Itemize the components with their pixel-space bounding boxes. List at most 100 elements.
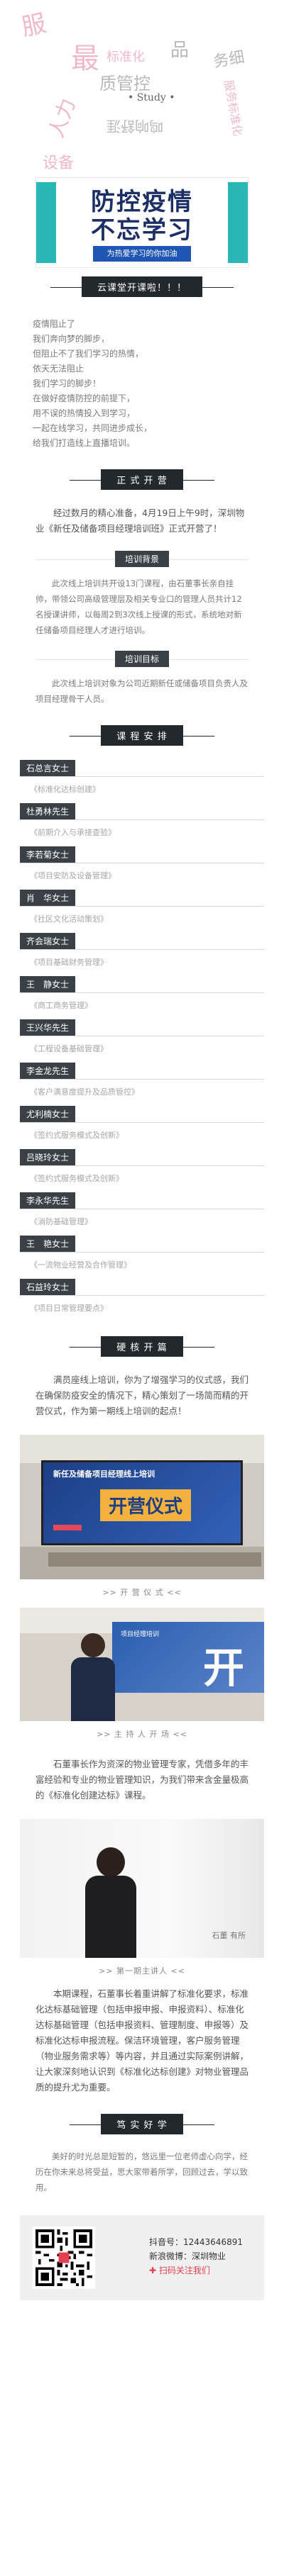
lecturer-name: 王 静女士 xyxy=(20,976,76,992)
course-title: 《前期介入与承接查验》 xyxy=(30,828,116,837)
lecturer-name: 肖 华女士 xyxy=(20,890,76,906)
lecturer-name: 尤利楠女士 xyxy=(20,1106,76,1122)
intro-line: 用不误的热情投入到学习， xyxy=(33,408,136,418)
cloud-word: 质管控 xyxy=(99,74,151,94)
lecturer-name: 李金龙先生 xyxy=(20,1063,76,1079)
course-title: 《签约式服务模式及创新》 xyxy=(30,1174,124,1183)
course-title: 《客户满意度提升及品质管控》 xyxy=(30,1087,139,1097)
course-title: 《标准化达标创建》 xyxy=(30,785,100,794)
course-title: 《工程设备基础管理》 xyxy=(30,1044,108,1053)
intro-line: 一起在线学习，共同进步成长， xyxy=(33,423,153,433)
lecturer-name: 王兴华先生 xyxy=(20,1019,76,1036)
course-title: 《项目日常管理要点》 xyxy=(30,1304,108,1313)
opening-photo-caption: >> 开 营 仪 式 << xyxy=(102,1588,182,1597)
projection-screen: 项目经理培训 开 xyxy=(112,1622,264,1693)
intro-line: 给我们打造线上直播培训。 xyxy=(33,438,136,448)
screen-big-title: 开营仪式 xyxy=(100,1489,192,1521)
intro-line: 我们学习的脚步！ xyxy=(33,379,102,388)
lecturer-name: 齐会瑞女士 xyxy=(20,933,76,949)
lecturer-name: 李永华先生 xyxy=(20,1192,76,1209)
schedule-item: 肖 华女士《社区文化活动策划》 xyxy=(20,890,264,933)
lecturer-name: 李若菊女士 xyxy=(20,846,76,863)
intro-line: 在做好疫情防控的前提下， xyxy=(33,393,136,403)
schedule-list: 石总言女士《标准化达标创建》 杜勇林先生《前期介入与承接查验》 李若菊女士《项目… xyxy=(0,760,284,1322)
banner-line1: 防控疫情 xyxy=(91,188,193,216)
lecturer-name: 吕晓玲女士 xyxy=(20,1149,76,1165)
schedule-item: 王 静女士《商工商务管理》 xyxy=(20,976,264,1019)
course-title: 《项目安防及设备管理》 xyxy=(30,871,116,880)
intro-line: 疫情阻止了 xyxy=(33,319,76,329)
cloud-word: 标准化 xyxy=(106,50,145,65)
banner-left-bar xyxy=(36,182,56,263)
purpose-text: 此次线上培训对象为公司近期新任或储备项目负责人及项目经理骨干人员。 xyxy=(36,678,248,704)
footer-text: 抖音号：12443646891 新浪微博：深圳物业 ✚ 扫码关注我们 xyxy=(149,2235,243,2278)
intro-line: 我们奔向梦的脚步， xyxy=(33,334,110,344)
lecturer-photo-caption: >> 第一期主讲人 << xyxy=(99,1966,185,1976)
projection-screen: 新任及储备项目经理线上培训 开营仪式 xyxy=(41,1460,243,1545)
lecturer-name: 石益玲女士 xyxy=(20,1279,76,1295)
schedule-item: 王兴华先生《工程设备基础管理》 xyxy=(20,1019,264,1063)
intro-line: 但阻止不了我们学习的热情， xyxy=(33,349,144,359)
lecturer-name: 王 艳女士 xyxy=(20,1236,76,1252)
cloud-word: 服 xyxy=(18,9,49,43)
cloud-word: 服务标准化 xyxy=(222,79,245,138)
opening-label: 硬 核 开 篇 xyxy=(70,1336,215,1357)
study-label: 笃 实 好 学 xyxy=(70,2114,215,2134)
background-text: 此次线上培训共开设13门课程，由石董事长亲自挂帅，带领公司高级管理层及相关专业口… xyxy=(36,578,242,635)
qr-code-icon xyxy=(36,2229,92,2286)
screen-title: 新任及储备项目经理线上培训 xyxy=(53,1469,155,1479)
lecturer-body xyxy=(85,1876,136,1958)
opening-ceremony-photo: 新任及储备项目经理线上培训 开营仪式 xyxy=(20,1435,264,1579)
banner-right-bar xyxy=(228,182,248,263)
banner-line2: 不忘学习 xyxy=(91,216,193,245)
cloud-class-label: 云课堂开课啦！！！ xyxy=(50,276,234,297)
schedule-item: 李永华先生《消防基础管理》 xyxy=(20,1192,264,1236)
schedule-item: 石益玲女士《项目日常管理要点》 xyxy=(20,1279,264,1322)
hero-banner: 防控疫情 不忘学习 为热爱学习的你加油 xyxy=(36,177,248,268)
course-title: 《一流物业经营及合作管理》 xyxy=(30,1260,131,1270)
host-photo-caption: >> 主 持 人 开 场 << xyxy=(97,1730,187,1739)
cloud-word: • Study • xyxy=(128,92,175,103)
lecturer-photo-label: 石董 有所 xyxy=(212,1931,246,1940)
first-lecture-intro: 石董事长作为资深的物业管理专家，凭借多年的丰富经验和专业的物业管理知识，为我们带… xyxy=(36,1759,249,1801)
first-lecture-detail: 本期课程，石董事长着重讲解了标准化要求，标准化达标基础管理（包括申报申报、申报资… xyxy=(36,1988,249,2093)
header-word-cloud: 服 最 标准化 品 务细 质管控 • Study • 人力 设备 鸣响舒涯 服务… xyxy=(0,0,284,177)
article-page: 服 最 标准化 品 务细 质管控 • Study • 人力 设备 鸣响舒涯 服务… xyxy=(0,0,284,2300)
cloud-word: 设备 xyxy=(43,155,75,172)
course-title: 《社区文化活动策划》 xyxy=(30,914,108,924)
schedule-item: 石总言女士《标准化达标创建》 xyxy=(20,760,264,803)
host-body xyxy=(71,1657,115,1721)
course-title: 《项目基础财务管理》 xyxy=(30,958,108,967)
purpose-label: 培训目标 xyxy=(114,651,169,667)
schedule-item: 尤利楠女士《签约式服务模式及创新》 xyxy=(20,1106,264,1149)
intro-line: 依天无法阻止 xyxy=(33,364,84,374)
lecturer-head xyxy=(97,1847,125,1877)
cloud-word: 鸣响舒涯 xyxy=(106,118,163,135)
schedule-item: 王 艳女士《一流物业经营及合作管理》 xyxy=(20,1236,264,1279)
open-label: 正 式 开 营 xyxy=(70,469,215,490)
douyin-id: 抖音号：12443646891 xyxy=(149,2237,243,2247)
banner-subtitle: 为热爱学习的你加油 xyxy=(93,246,191,262)
intro-poem: 疫情阻止了 我们奔向梦的脚步， 但阻止不了我们学习的热情， 依天无法阻止 我们学… xyxy=(0,297,284,464)
follow-prompt[interactable]: ✚ 扫码关注我们 xyxy=(149,2266,210,2275)
course-title: 《签约式服务模式及创新》 xyxy=(30,1131,124,1140)
cloud-word: 品 xyxy=(170,40,190,61)
schedule-item: 吕晓玲女士《签约式服务模式及创新》 xyxy=(20,1149,264,1192)
screen-big-text: 开 xyxy=(202,1644,244,1692)
schedule-label: 课 程 安 排 xyxy=(70,725,215,746)
qr-code[interactable] xyxy=(33,2227,95,2289)
host-head xyxy=(81,1633,105,1657)
lecturer-photo: 石董 有所 xyxy=(20,1819,264,1958)
study-text: 美好的时光总是短暂的，悠远里一位老师虚心向学，经历在你未来总将受益，思大家带着所… xyxy=(36,2151,248,2193)
schedule-item: 杜勇林先生《前期介入与承接查验》 xyxy=(20,803,264,846)
schedule-item: 李金龙先生《客户满意度提升及品质管控》 xyxy=(20,1063,264,1106)
weibo-id: 新浪微博：深圳物业 xyxy=(149,2251,226,2261)
schedule-item: 李若菊女士《项目安防及设备管理》 xyxy=(20,846,264,890)
footer-card: 抖音号：12443646891 新浪微博：深圳物业 ✚ 扫码关注我们 xyxy=(20,2215,264,2300)
course-title: 《商工商务管理》 xyxy=(30,1001,92,1010)
cloud-word: 最 xyxy=(71,43,99,75)
opening-text: 满员座线上培训，你为了增强学习的仪式感，我们在确保防疫安全的情况下，精心策划了一… xyxy=(36,1374,249,1416)
host-photo: 项目经理培训 开 xyxy=(20,1608,264,1721)
open-text: 经过数月的精心准备，4月19日上午9时，深圳物业《新任及储备项目经理培训班》正式… xyxy=(36,508,245,534)
course-title: 《消防基础管理》 xyxy=(30,1217,92,1226)
